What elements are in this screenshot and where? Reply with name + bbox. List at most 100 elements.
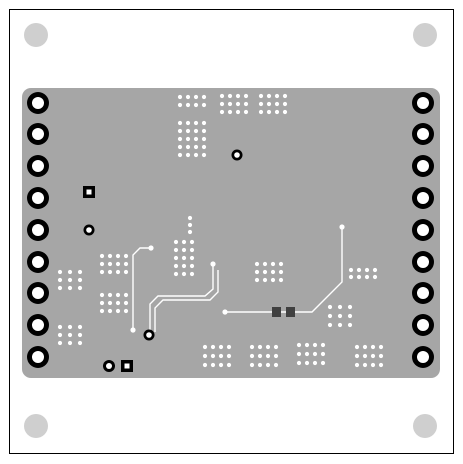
via bbox=[270, 261, 276, 267]
via bbox=[181, 247, 187, 253]
via bbox=[57, 285, 63, 291]
via bbox=[210, 261, 216, 267]
via bbox=[123, 269, 129, 275]
via bbox=[265, 353, 271, 359]
via bbox=[304, 342, 310, 348]
via bbox=[257, 344, 263, 350]
via bbox=[262, 261, 268, 267]
smd-pad bbox=[286, 307, 295, 317]
connector-pin-hole bbox=[417, 287, 429, 299]
via bbox=[364, 274, 370, 280]
via bbox=[115, 253, 121, 259]
via bbox=[115, 292, 121, 298]
via bbox=[193, 144, 199, 150]
via bbox=[296, 360, 302, 366]
via bbox=[181, 263, 187, 269]
ground-pour bbox=[22, 88, 440, 378]
via bbox=[177, 102, 183, 108]
via bbox=[320, 351, 326, 357]
via bbox=[123, 300, 129, 306]
via bbox=[273, 344, 279, 350]
via bbox=[362, 353, 368, 359]
via bbox=[312, 342, 318, 348]
via bbox=[177, 136, 183, 142]
via bbox=[177, 94, 183, 100]
via bbox=[173, 239, 179, 245]
via bbox=[67, 277, 73, 283]
via bbox=[218, 362, 224, 368]
via bbox=[270, 277, 276, 283]
via bbox=[130, 327, 136, 333]
connector-pin-hole bbox=[417, 224, 429, 236]
via bbox=[304, 360, 310, 366]
via bbox=[148, 245, 154, 251]
through-hole-center bbox=[106, 363, 112, 369]
via bbox=[185, 152, 191, 158]
square-pad-center bbox=[124, 363, 130, 369]
via bbox=[201, 102, 207, 108]
via bbox=[327, 313, 333, 319]
via bbox=[254, 277, 260, 283]
via bbox=[262, 277, 268, 283]
connector-pin-hole bbox=[417, 351, 429, 363]
via bbox=[337, 322, 343, 328]
via bbox=[99, 292, 105, 298]
via bbox=[348, 267, 354, 273]
via bbox=[356, 267, 362, 273]
via bbox=[107, 300, 113, 306]
via bbox=[348, 274, 354, 280]
via bbox=[347, 322, 353, 328]
via bbox=[265, 344, 271, 350]
via bbox=[185, 102, 191, 108]
via bbox=[77, 277, 83, 283]
via bbox=[177, 128, 183, 134]
via bbox=[193, 120, 199, 126]
via bbox=[187, 215, 193, 221]
via bbox=[107, 308, 113, 314]
smd-pad bbox=[272, 307, 281, 317]
via bbox=[356, 274, 362, 280]
connector-pin-hole bbox=[32, 128, 44, 140]
via bbox=[282, 109, 288, 115]
via bbox=[185, 120, 191, 126]
via bbox=[296, 351, 302, 357]
connector-pin-hole bbox=[32, 97, 44, 109]
via bbox=[372, 274, 378, 280]
via bbox=[235, 109, 241, 115]
via bbox=[273, 362, 279, 368]
via bbox=[107, 253, 113, 259]
via bbox=[337, 313, 343, 319]
via bbox=[193, 94, 199, 100]
via bbox=[235, 101, 241, 107]
trace bbox=[132, 247, 151, 330]
via bbox=[67, 340, 73, 346]
via bbox=[219, 93, 225, 99]
through-hole-center bbox=[234, 152, 240, 158]
via bbox=[201, 144, 207, 150]
mount-hole-bottom-left bbox=[24, 414, 48, 438]
via bbox=[270, 269, 276, 275]
via bbox=[107, 261, 113, 267]
via bbox=[254, 269, 260, 275]
via bbox=[337, 304, 343, 310]
via bbox=[227, 93, 233, 99]
connector-pin-hole bbox=[417, 319, 429, 331]
via bbox=[370, 344, 376, 350]
via bbox=[177, 120, 183, 126]
via bbox=[378, 353, 384, 359]
through-hole-center bbox=[86, 227, 92, 233]
via bbox=[274, 101, 280, 107]
via bbox=[202, 362, 208, 368]
via bbox=[67, 324, 73, 330]
via bbox=[202, 344, 208, 350]
via bbox=[77, 340, 83, 346]
via bbox=[370, 353, 376, 359]
via bbox=[258, 93, 264, 99]
via bbox=[210, 344, 216, 350]
mount-hole-top-right bbox=[413, 23, 437, 47]
via bbox=[99, 300, 105, 306]
via bbox=[249, 353, 255, 359]
via bbox=[193, 152, 199, 158]
